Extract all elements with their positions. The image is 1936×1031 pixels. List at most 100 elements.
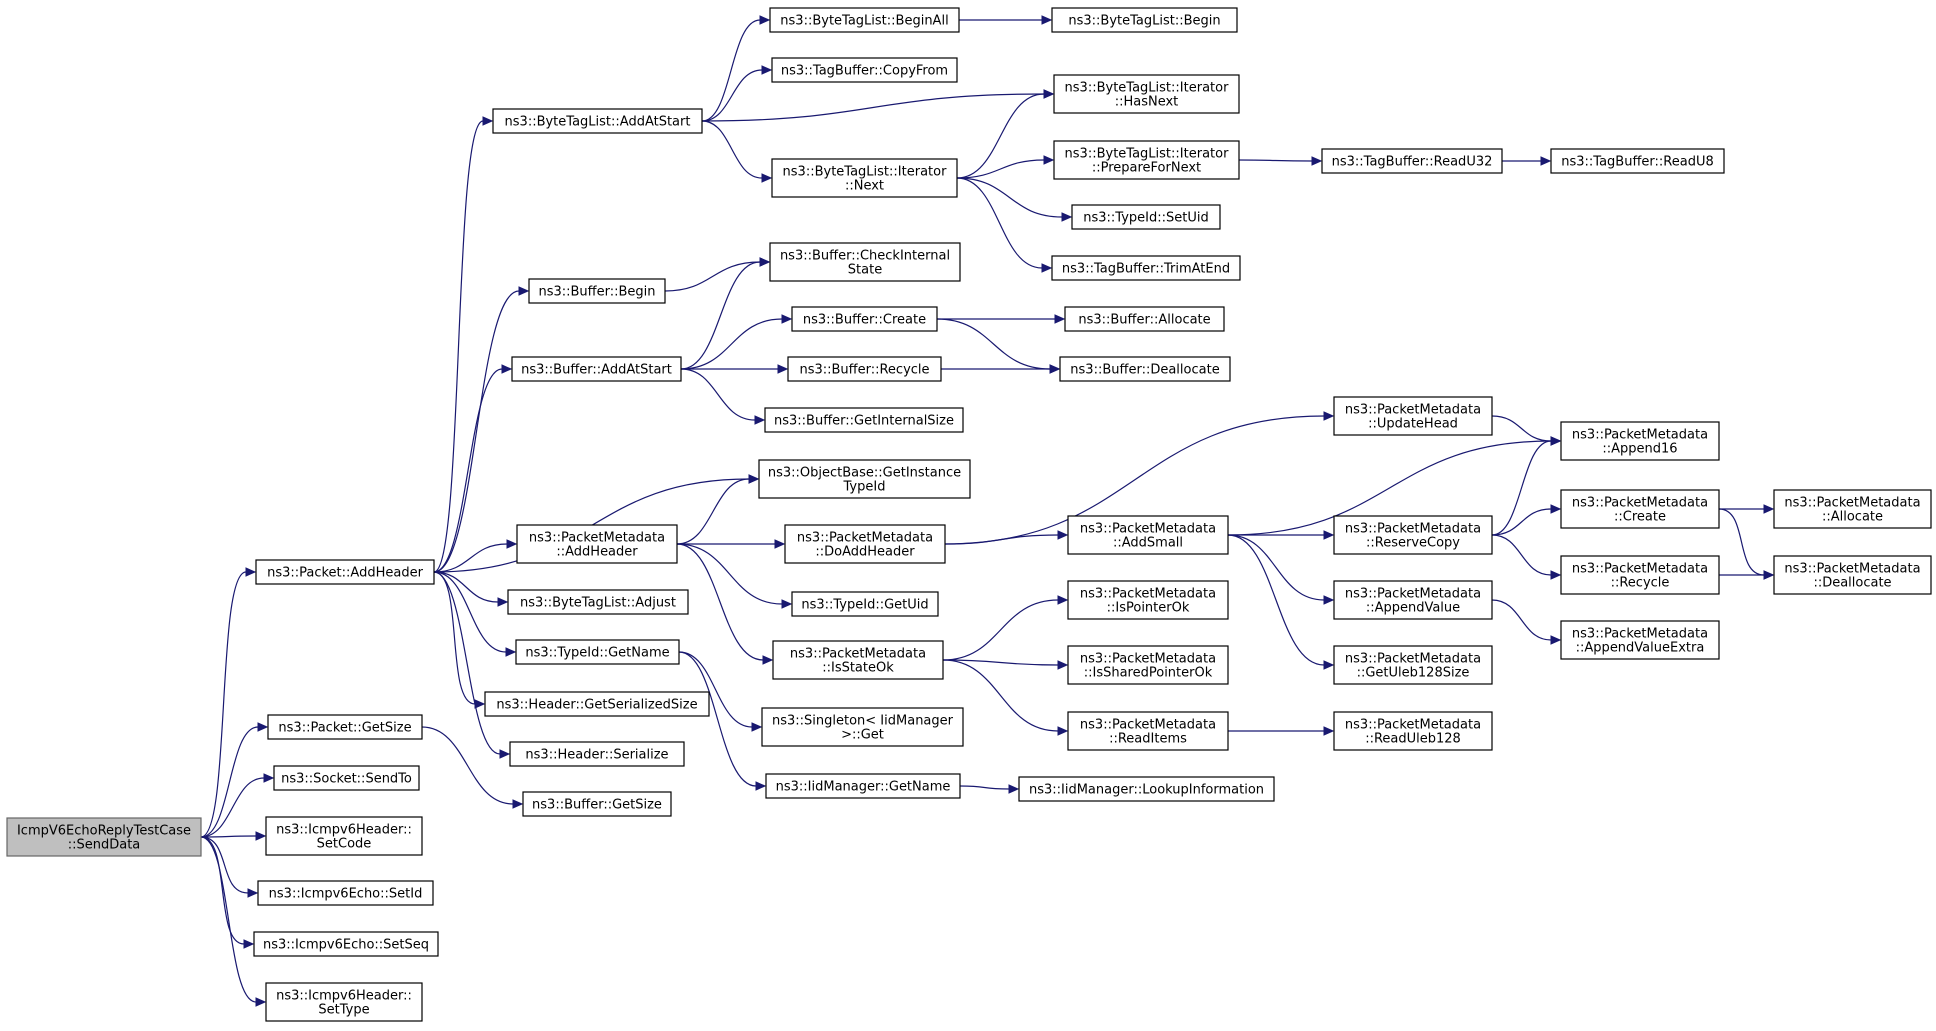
- node-label: ns3::Socket::SendTo: [281, 772, 412, 787]
- call-edge-buf_create-to-buf_allocate: [936, 314, 1066, 324]
- node-tb-copyfrom[interactable]: ns3::TagBuffer::CopyFrom: [771, 57, 958, 83]
- node-label: TypeId: [843, 480, 886, 495]
- call-edge-tb_readu32-to-tb_readu8: [1502, 156, 1552, 166]
- edge-arrowhead: [759, 15, 771, 25]
- node-btl-begin[interactable]: ns3::ByteTagList::Begin: [1051, 7, 1238, 33]
- node-pm-create[interactable]: ns3::PacketMetadata::Create: [1560, 489, 1720, 529]
- node-box: [769, 242, 961, 282]
- node-buf-getsize[interactable]: ns3::Buffer::GetSize: [522, 791, 672, 817]
- node-btl-addatstart[interactable]: ns3::ByteTagList::AddAtStart: [492, 108, 703, 134]
- node-tid-getuid[interactable]: ns3::TypeId::GetUid: [791, 591, 939, 617]
- call-edge-buf_addatstart-to-buf_getint: [680, 368, 766, 425]
- edge-arrowhead: [506, 539, 518, 549]
- node-pm-readuleb[interactable]: ns3::PacketMetadata::ReadUleb128: [1333, 711, 1493, 751]
- node-label: ns3::Icmpv6Header::: [276, 823, 412, 838]
- node-tb-readu32[interactable]: ns3::TagBuffer::ReadU32: [1321, 148, 1503, 174]
- edge-line: [433, 543, 508, 573]
- node-iid-getname[interactable]: ns3::IidManager::GetName: [765, 773, 961, 799]
- edge-arrowhead: [761, 173, 773, 183]
- node-label: ns3::Buffer::GetInternalSize: [774, 414, 954, 429]
- call-edge-pm_create-to-pm_allocate: [1718, 504, 1775, 514]
- edge-line: [433, 368, 503, 573]
- node-it-prepare[interactable]: ns3::ByteTagList::Iterator::PrepareForNe…: [1053, 140, 1240, 180]
- call-edge-it_next-to-tb_trim: [956, 177, 1053, 273]
- node-label: ns3::PacketMetadata: [1345, 718, 1481, 733]
- edge-line: [1227, 534, 1325, 666]
- node-buf-getint[interactable]: ns3::Buffer::GetInternalSize: [764, 407, 964, 433]
- call-edge-pm_isstateok-to-pm_isshared: [942, 659, 1069, 670]
- node-buf-addatstart[interactable]: ns3::Buffer::AddAtStart: [511, 356, 682, 382]
- node-pm-isstateok[interactable]: ns3::PacketMetadata::IsStateOk: [772, 640, 944, 680]
- node-pm-isptrok[interactable]: ns3::PacketMetadata::IsPointerOk: [1067, 580, 1229, 620]
- node-hdr-getser[interactable]: ns3::Header::GetSerializedSize: [484, 691, 710, 717]
- node-tid-getname[interactable]: ns3::TypeId::GetName: [515, 639, 680, 665]
- node-box: [522, 791, 672, 817]
- call-edge-btl_addatstart-to-it_next: [701, 120, 773, 183]
- node-label: ::ReserveCopy: [1366, 536, 1460, 551]
- call-edge-pkt_addheader-to-buf_addatstart: [433, 364, 513, 573]
- node-pm-allocate[interactable]: ns3::PacketMetadata::Allocate: [1773, 489, 1932, 529]
- node-label: ::Append16: [1602, 442, 1677, 457]
- node-pm-addsmall[interactable]: ns3::PacketMetadata::AddSmall: [1067, 515, 1229, 555]
- edge-arrowhead: [1763, 504, 1775, 514]
- node-pm-appendvalue[interactable]: ns3::PacketMetadata::AppendValue: [1333, 580, 1493, 620]
- node-tb-trim[interactable]: ns3::TagBuffer::TrimAtEnd: [1051, 255, 1241, 281]
- node-pm-recycle[interactable]: ns3::PacketMetadata::Recycle: [1560, 555, 1720, 595]
- node-pm-appendextra[interactable]: ns3::PacketMetadata::AppendValueExtra: [1560, 620, 1720, 660]
- node-icmp-setcode[interactable]: ns3::Icmpv6Header::SetCode: [265, 816, 423, 856]
- edge-arrowhead: [1323, 595, 1335, 605]
- node-hdr-serialize[interactable]: ns3::Header::Serialize: [509, 741, 685, 767]
- edge-arrowhead: [774, 539, 786, 549]
- node-buf-dealloc[interactable]: ns3::Buffer::Deallocate: [1059, 356, 1231, 382]
- call-edge-buf_recycle-to-buf_dealloc: [941, 364, 1061, 374]
- node-pm-doaddheader[interactable]: ns3::PacketMetadata::DoAddHeader: [784, 524, 946, 564]
- node-label: ns3::Buffer::Deallocate: [1070, 363, 1219, 378]
- node-it-next[interactable]: ns3::ByteTagList::Iterator::Next: [771, 158, 958, 198]
- node-label: ::AddSmall: [1113, 536, 1183, 551]
- node-label: ns3::Icmpv6Header::: [276, 989, 412, 1004]
- node-label: ns3::PacketMetadata: [1784, 496, 1920, 511]
- node-box: [1071, 204, 1221, 230]
- node-sock-sendto[interactable]: ns3::Socket::SendTo: [273, 765, 420, 791]
- node-iid-lookup[interactable]: ns3::IidManager::LookupInformation: [1018, 776, 1275, 802]
- node-pkt-getsize[interactable]: ns3::Packet::GetSize: [267, 714, 423, 740]
- node-pm-readitems[interactable]: ns3::PacketMetadata::ReadItems: [1067, 711, 1229, 751]
- node-pm-getuleb[interactable]: ns3::PacketMetadata::GetUleb128Size: [1333, 645, 1493, 685]
- edge-line: [956, 177, 1063, 218]
- node-btl-beginall[interactable]: ns3::ByteTagList::BeginAll: [769, 7, 960, 33]
- node-tid-setuid[interactable]: ns3::TypeId::SetUid: [1071, 204, 1221, 230]
- node-buf-allocate[interactable]: ns3::Buffer::Allocate: [1064, 306, 1225, 332]
- node-label: ns3::ByteTagList::Iterator: [1065, 81, 1230, 96]
- call-edge-pkt_addheader-to-btl_addatstart: [433, 116, 494, 573]
- node-box: [6, 817, 202, 857]
- node-echo-setid[interactable]: ns3::Icmpv6Echo::SetId: [257, 880, 434, 906]
- node-icmp-settype[interactable]: ns3::Icmpv6Header::SetType: [265, 982, 423, 1022]
- node-buf-create[interactable]: ns3::Buffer::Create: [791, 306, 938, 332]
- node-label: ns3::Buffer::Create: [803, 313, 926, 328]
- node-pm-reservecopy[interactable]: ns3::PacketMetadata::ReserveCopy: [1333, 515, 1493, 555]
- node-echo-setseq[interactable]: ns3::Icmpv6Echo::SetSeq: [253, 931, 439, 957]
- call-edge-pkt_addheader-to-buf_begin: [433, 286, 530, 573]
- node-label: ::IsSharedPointerOk: [1084, 666, 1213, 681]
- node-pm-isshared[interactable]: ns3::PacketMetadata::IsSharedPointerOk: [1067, 645, 1229, 685]
- node-box: [253, 931, 439, 957]
- node-pm-addheader[interactable]: ns3::PacketMetadata::AddHeader: [516, 524, 678, 564]
- node-pm-updatehead[interactable]: ns3::PacketMetadata::UpdateHead: [1333, 396, 1493, 436]
- edge-arrowhead: [1054, 314, 1066, 324]
- node-it-hasnext[interactable]: ns3::ByteTagList::Iterator::HasNext: [1053, 74, 1240, 114]
- node-buf-begin[interactable]: ns3::Buffer::Begin: [528, 278, 666, 304]
- edge-line: [959, 785, 1010, 790]
- node-tb-readu8[interactable]: ns3::TagBuffer::ReadU8: [1550, 148, 1725, 174]
- edge-line: [433, 120, 484, 573]
- node-pm-append16[interactable]: ns3::PacketMetadata::Append16: [1560, 421, 1720, 461]
- node-btl-adjust[interactable]: ns3::ByteTagList::Adjust: [507, 589, 689, 615]
- node-label: ::Allocate: [1822, 510, 1883, 525]
- edge-arrowhead: [255, 997, 267, 1007]
- node-buf-recycle[interactable]: ns3::Buffer::Recycle: [787, 356, 942, 382]
- node-label: ns3::PacketMetadata: [1080, 718, 1216, 733]
- node-pkt-addheader[interactable]: ns3::Packet::AddHeader: [255, 559, 435, 585]
- node-singleton-get[interactable]: ns3::Singleton< IidManager>::Get: [761, 707, 964, 747]
- node-pm-dealloc[interactable]: ns3::PacketMetadata::Deallocate: [1773, 555, 1932, 595]
